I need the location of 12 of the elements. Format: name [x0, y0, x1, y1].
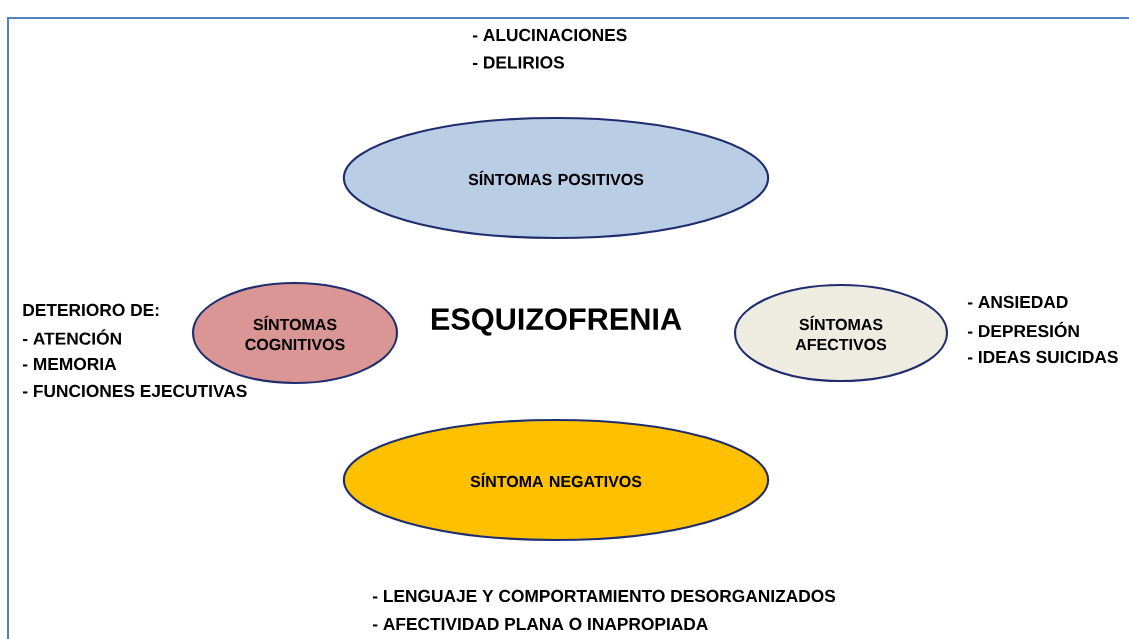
list-item: - DEPRESIÓN — [967, 321, 1079, 338]
list-item: - FUNCIONES EJECUTIVAS — [22, 384, 247, 398]
list-item: DETERIORO DE: — [23, 303, 159, 317]
list-item: - ALUCINACIONES — [472, 28, 627, 42]
title: ESQUIZOFRENIA — [432, 308, 682, 336]
list-item: - AFECTIVIDAD PLANA O INAPROPIADA — [372, 617, 708, 631]
list-item: - MEMORIA — [22, 357, 117, 371]
list-item: - ATENCIÓN — [22, 329, 121, 345]
list-item: - ANSIEDAD — [967, 295, 1068, 309]
list-item: - LENGUAJE Y COMPORTAMIENTO DESORGANIZADOS — [372, 589, 836, 603]
list-item: - DELIRIOS — [472, 56, 565, 69]
list-item: - IDEAS SUICIDAS — [967, 350, 1118, 364]
